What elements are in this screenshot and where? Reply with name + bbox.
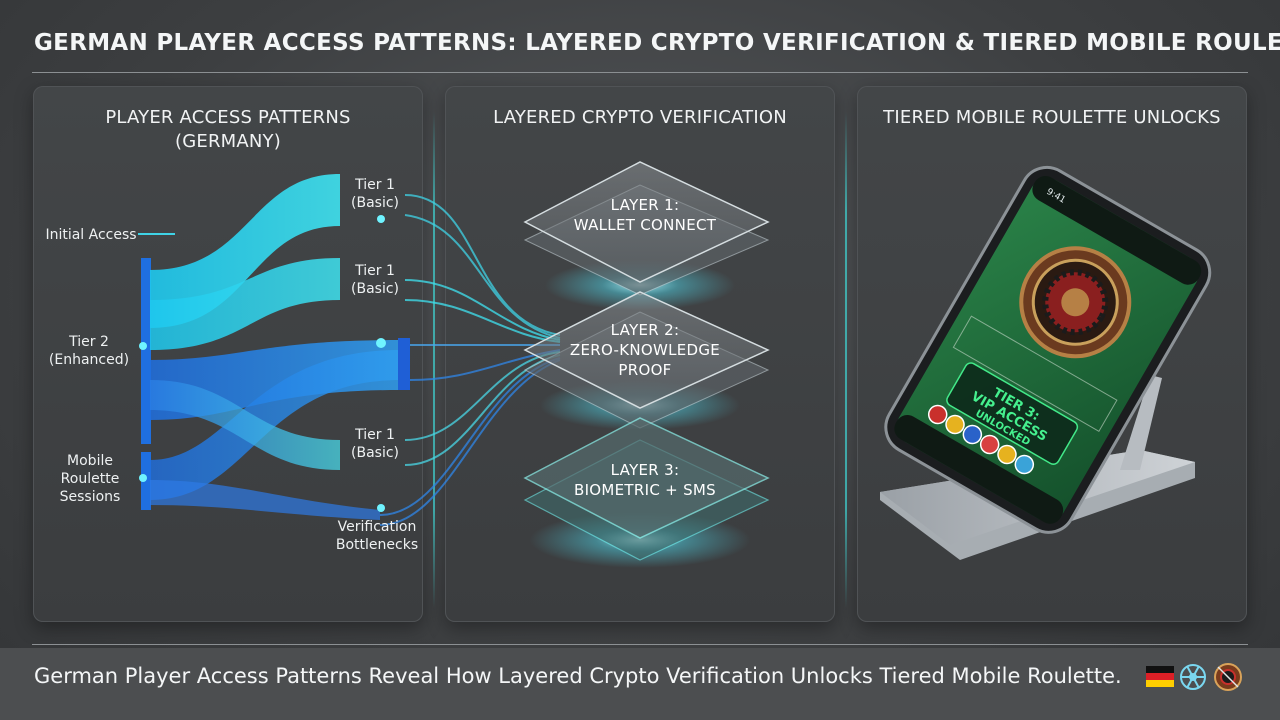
layer-label-line: LAYER 2:	[610, 321, 680, 339]
panel-title-line: PLAYER ACCESS PATTERNS	[105, 107, 351, 128]
layer-label-line: WALLET CONNECT	[573, 216, 717, 234]
label-line: Sessions	[59, 489, 121, 505]
page-title: GERMAN PLAYER ACCESS PATTERNS: LAYERED C…	[34, 30, 1280, 56]
label-line: (Basic)	[351, 281, 399, 297]
label-line: (Enhanced)	[48, 352, 130, 368]
title-divider	[32, 72, 1248, 73]
label-line: Mobile	[67, 453, 113, 469]
panel-title-player-access: PLAYER ACCESS PATTERNS (GERMANY)	[33, 106, 423, 154]
label-line: Tier 2	[69, 334, 109, 350]
layer-2-plate	[523, 291, 770, 429]
label-line: Bottlenecks	[335, 537, 419, 553]
label-line: Tier 1	[355, 263, 395, 279]
layer-label-line: LAYER 3:	[610, 461, 680, 479]
panel-divider-glow	[845, 112, 847, 608]
label-tier1-low: Tier 1 (Basic)	[340, 426, 410, 462]
label-line: Verification	[337, 519, 417, 535]
panel-title-roulette-unlocks: TIERED MOBILE ROULETTE UNLOCKS	[883, 107, 1221, 128]
label-line: Tier 1	[355, 177, 395, 193]
merge-bar	[398, 338, 410, 390]
flow-ribbon	[150, 380, 340, 470]
node-dots	[139, 215, 386, 512]
layer-label-line: LAYER 1:	[610, 196, 680, 214]
label-initial-access: Initial Access	[45, 227, 137, 243]
flow-ribbon	[150, 174, 340, 328]
label-line: Tier 1	[355, 427, 395, 443]
label-verification-bottlenecks: Verification Bottlenecks	[332, 518, 422, 554]
label-line: (Basic)	[351, 195, 399, 211]
footer-caption: German Player Access Patterns Reveal How…	[34, 664, 1122, 688]
flow-ribbon	[150, 480, 380, 520]
label-line: (Basic)	[351, 445, 399, 461]
label-line: Roulette	[60, 471, 120, 487]
label-tier1-top: Tier 1 (Basic)	[340, 176, 410, 212]
label-tier2-enhanced: Tier 2 (Enhanced)	[44, 333, 134, 369]
layer-3-plate	[523, 417, 770, 561]
footer-divider	[32, 644, 1248, 645]
label-tier1-mid: Tier 1 (Basic)	[340, 262, 410, 298]
panel-title-crypto-verification: LAYERED CRYPTO VERIFICATION	[493, 107, 787, 128]
layer-1-plate	[523, 161, 770, 296]
source-bar-tier2	[141, 258, 151, 444]
source-bar-mobile	[141, 452, 151, 510]
layer-2-label: LAYER 2: ZERO-KNOWLEDGE PROOF	[545, 320, 745, 380]
layer-label-line: ZERO-KNOWLEDGE	[569, 341, 721, 359]
phone-device: TIER 3: VIP ACCESS UNLOCKED 9:41	[884, 165, 1212, 534]
panel-title-line: (GERMANY)	[175, 131, 281, 152]
layer-label-line: PROOF	[618, 361, 672, 379]
flow-ribbon	[150, 350, 400, 500]
label-mobile-roulette-sessions: Mobile Roulette Sessions	[50, 452, 130, 506]
layer-label-line: BIOMETRIC + SMS	[573, 481, 716, 499]
panel-divider-glow	[433, 112, 435, 608]
layer-3-label: LAYER 3: BIOMETRIC + SMS	[545, 460, 745, 500]
flow-ribbon	[150, 258, 340, 350]
layer-1-label: LAYER 1: WALLET CONNECT	[545, 195, 745, 235]
footer-bar	[0, 648, 1280, 720]
